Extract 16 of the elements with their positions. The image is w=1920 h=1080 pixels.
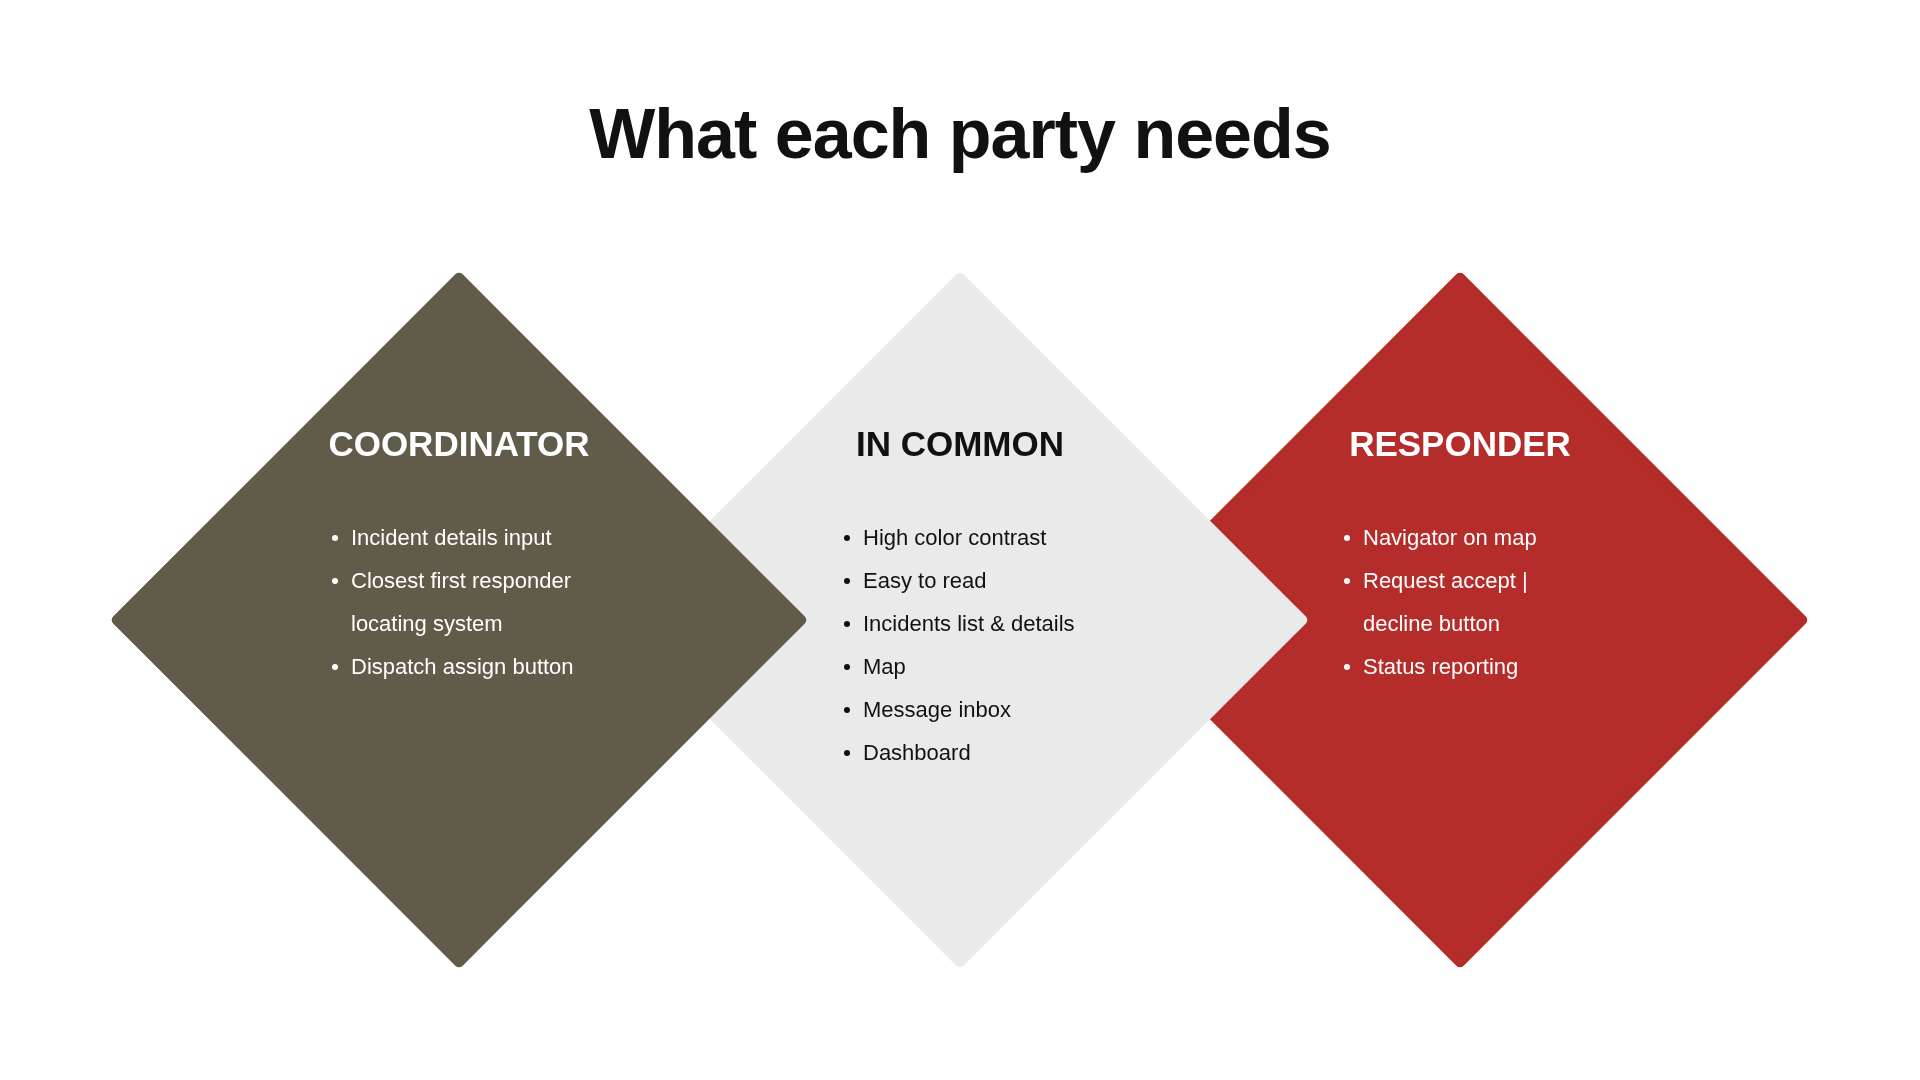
bullet-item: Easy to read [842,559,1133,602]
bullet-item: Message inbox [842,688,1133,731]
panel-heading: RESPONDER [1349,423,1571,465]
panel-heading: COORDINATOR [328,423,590,465]
bullet-item: Dispatch assign button [330,645,613,688]
bullet-item: Incidents list & details [842,602,1133,645]
bullet-item: Dashboard [842,731,1133,774]
bullet-item: Request accept | decline button [1342,559,1595,645]
bullet-item: Navigator on map [1342,516,1595,559]
bullet-item: Incident details input [330,516,613,559]
bullet-item: Map [842,645,1133,688]
panel-heading: IN COMMON [855,423,1064,465]
bullet-item: Status reporting [1342,645,1595,688]
bullet-item: High color contrast [842,516,1133,559]
bullet-item: Closest first responder locating system [330,559,613,645]
page-title: What each party needs [589,94,1331,175]
